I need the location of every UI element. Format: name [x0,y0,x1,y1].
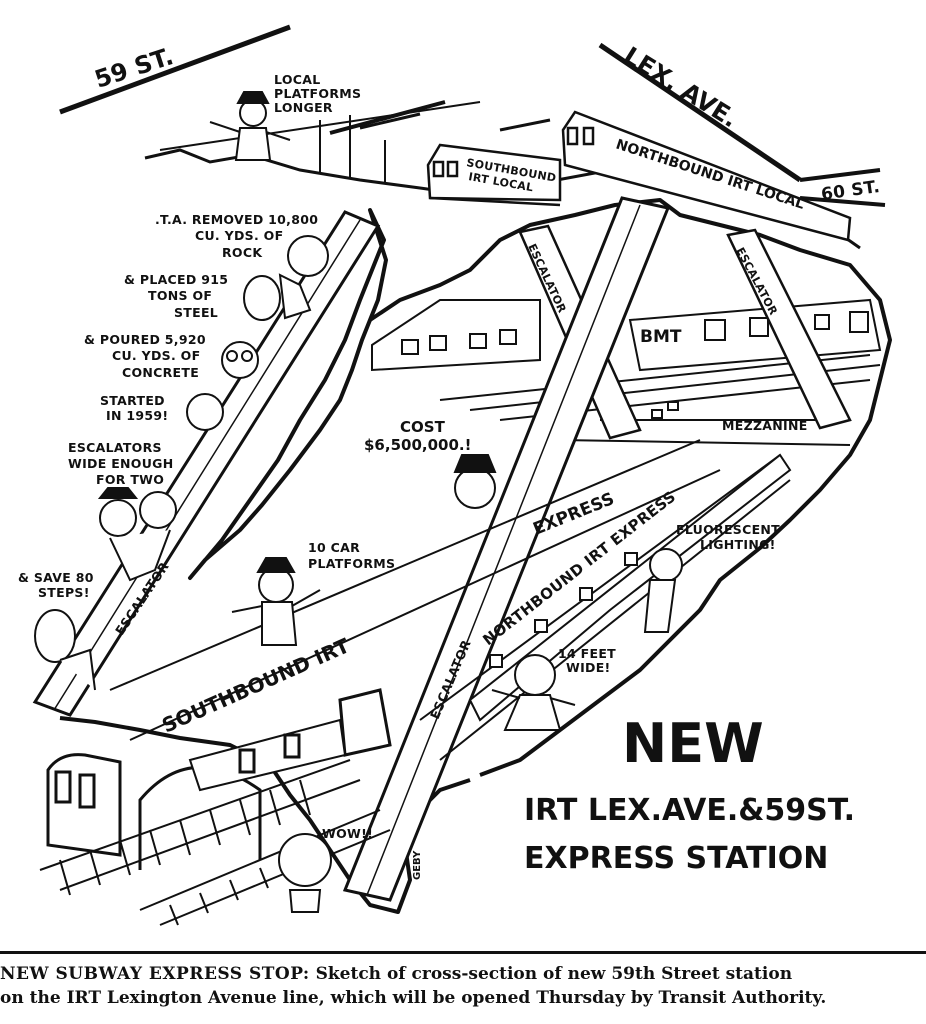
note-concrete-2: CU. YDS. OF [112,348,200,363]
figure-local-platforms [209,91,291,161]
figure-concrete [221,341,259,379]
caption: NEW SUBWAY EXPRESS STOP: Sketch of cross… [0,962,926,1010]
caption-line-2: on the IRT Lexington Avenue line, which … [0,988,827,1008]
figure-started [186,393,224,431]
note-local-platforms-1: LOCAL [274,72,320,87]
figure-escalator-couple [97,487,177,582]
bmt-label: BMT [640,327,682,347]
note-feet-wide-1: 14 FEET [558,646,616,661]
note-removed-2: CU. YDS. OF [195,228,283,243]
note-removed-1: .T.A. REMOVED 10,800 [155,212,318,227]
note-steel-3: STEEL [174,305,218,320]
note-feet-wide-2: WIDE! [566,660,611,675]
note-car-platforms-2: PLATFORMS [308,556,395,571]
note-removed-3: ROCK [222,245,263,260]
street-60-label: 60 ST. [820,177,881,205]
artist-signature: GEBY [412,850,423,880]
note-escalators-1: ESCALATORS [68,440,162,455]
note-steel-1: & PLACED 915 [124,272,228,287]
headline-line-2: IRT LEX.AVE.&59ST. [524,793,855,828]
figure-rock [243,235,329,321]
note-escalators-3: FOR TWO [96,472,164,487]
headline-new: NEW [622,712,764,775]
note-local-platforms-2: PLATFORMS [274,86,361,101]
figure-cost [453,454,497,509]
long-escalators [32,196,671,902]
station-illustration: 59 ST. LEX. AVE. 60 ST. SOUTHBOUND IRT L… [18,24,892,926]
note-local-platforms-3: LONGER [274,100,333,115]
caption-text-1: Sketch of cross-section of new 59th Stre… [309,964,793,984]
note-escalators-2: WIDE ENOUGH [68,456,174,471]
northbound-local-train [561,110,852,242]
note-concrete-1: & POURED 5,920 [84,332,206,347]
note-cost-1: COST [400,418,446,436]
street-lex-label: LEX. AVE. [619,41,743,133]
northbound-express-train [468,453,792,722]
caption-line-1: NEW SUBWAY EXPRESS STOP: Sketch of cross… [0,962,926,986]
note-car-platforms-1: 10 CAR [308,540,360,555]
caption-lead: NEW SUBWAY EXPRESS STOP: [0,964,310,984]
note-save-steps-2: STEPS! [38,585,90,600]
note-wow: WOW!! [322,826,373,841]
figure-fluorescent [643,548,683,633]
platform-edges [109,439,791,761]
note-concrete-3: CONCRETE [122,365,199,380]
headline-line-3: EXPRESS STATION [524,841,828,876]
tunnel-and-train [46,688,392,870]
southbound-local-train [426,143,562,207]
note-save-steps-1: & SAVE 80 [18,570,94,585]
note-cost-2: $6,500,000.! [364,436,471,454]
caption-rule [0,951,926,954]
note-fluorescent-1: FLUORESCENT [676,522,780,537]
figure-car-platforms [231,557,321,646]
southbound-platform-label: SOUTHBOUND IRT [158,633,353,737]
note-started-2: IN 1959! [106,408,168,423]
rail-tracks [39,759,391,926]
note-fluorescent-2: LIGHTING! [700,537,776,552]
bmt-station-area [371,298,882,446]
figure-feet-wide [491,654,576,731]
note-started-1: STARTED [100,393,165,408]
mezzanine-label: MEZZANINE [722,418,808,433]
street-lines [59,24,886,207]
note-steel-2: TONS OF [148,288,212,303]
figure-wow [278,833,332,913]
figure-save-steps [34,609,96,691]
